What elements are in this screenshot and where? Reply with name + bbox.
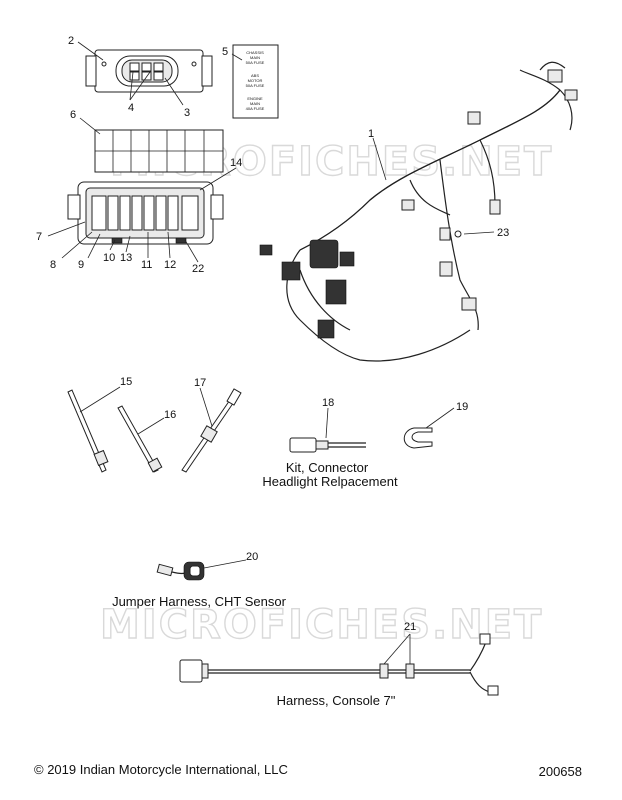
callout-4: 4 [128,102,134,114]
callout-22: 22 [192,263,204,275]
main-wiring-harness [259,61,578,362]
caption-jumper-harness: Jumper Harness, CHT Sensor [112,594,287,609]
callout-6: 6 [70,109,76,121]
callout-19: 19 [456,401,468,413]
svg-text:MOTOR: MOTOR [248,78,263,83]
clamp-19 [403,427,433,449]
cable-tie-17 [181,388,242,473]
fuse-label-5 [232,44,279,119]
console-harness [179,633,499,696]
fuse-box [67,181,224,245]
callout-2: 2 [68,35,74,47]
diagram-number: 200658 [538,764,582,779]
cable-tie-15 [67,389,109,473]
svg-text:ENGINE: ENGINE [247,96,263,101]
svg-text:MAIN: MAIN [250,101,260,106]
callout-23: 23 [497,227,509,239]
callout-20: 20 [246,551,258,563]
callout-7: 7 [36,231,42,243]
callout-14: 14 [230,157,242,169]
callout-10: 10 [103,252,115,264]
screw-23 [454,230,462,238]
callout-5: 5 [222,46,228,58]
callout-1: 1 [368,128,374,140]
caption-harness-console: Harness, Console 7" [277,693,396,708]
callout-12: 12 [164,259,176,271]
jumper-harness-cht [156,561,205,581]
callout-8: 8 [50,259,56,271]
fuse-block-connector [85,49,213,93]
callout-21: 21 [404,621,416,633]
headlight-connector-kit [289,437,366,453]
svg-text:50A FUSE: 50A FUSE [246,60,265,65]
callout-9: 9 [78,259,84,271]
svg-text:MAIN: MAIN [250,55,260,60]
callout-17: 17 [194,377,206,389]
cable-tie-16 [117,405,163,473]
copyright-text: © 2019 Indian Motorcycle International, … [34,762,288,777]
caption-kit-connector-line2: Headlight Relpacement [262,474,398,489]
callout-16: 16 [164,409,176,421]
relay-label-6 [94,129,224,173]
svg-text:CHASSIS: CHASSIS [246,50,264,55]
callout-15: 15 [120,376,132,388]
callout-18: 18 [322,397,334,409]
caption-kit-connector-line1: Kit, Connector [286,460,369,475]
watermark-bottom: MICROFICHES.NET [100,602,543,648]
callout-13: 13 [120,252,132,264]
callout-11: 11 [141,259,152,271]
svg-text:ABS: ABS [251,73,259,78]
svg-text:50A FUSE: 50A FUSE [246,83,265,88]
fuse-label-text: CHASSIS MAIN 50A FUSE ABS MOTOR 50A FUSE… [246,50,265,111]
svg-text:40A FUSE: 40A FUSE [246,106,265,111]
callout-3: 3 [184,107,190,119]
